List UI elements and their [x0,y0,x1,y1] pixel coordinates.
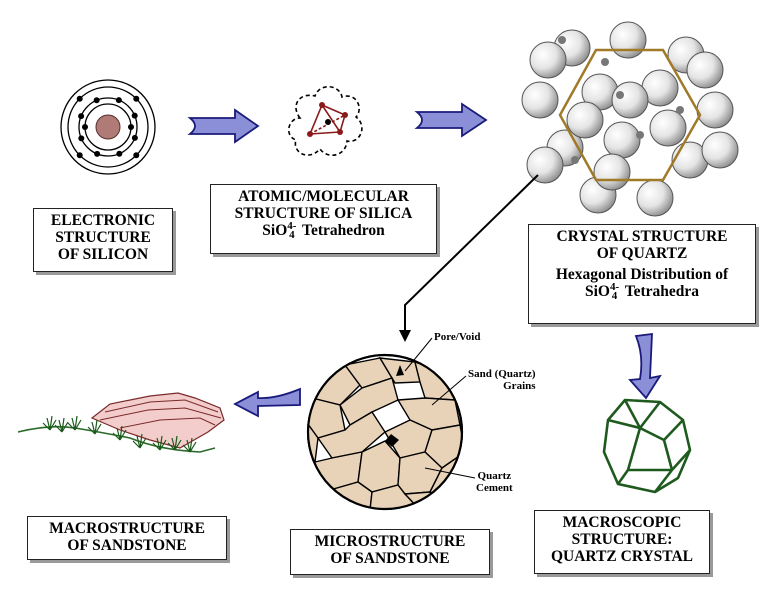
electron-dot [128,124,134,130]
oxygen-sphere [603,121,641,159]
electronic-structure-box: ELECTRONIC STRUCTURE OF SILICON [33,208,173,272]
annot-line: Cement [476,482,513,494]
oxygen-sphere [611,81,649,119]
electron-dot [94,150,101,157]
formula-base: SiO [584,283,610,300]
silicon-dot [616,91,624,99]
formula-tail: Tetrahedra [621,283,700,300]
grass-tuft [112,425,127,441]
electron-dot [133,95,140,102]
grass-tuft [182,437,197,453]
electron-dot [93,97,100,104]
oxygen-sphere [701,131,739,169]
box-line: ELECTRONIC [50,212,156,229]
electron-dot [131,134,138,141]
arrow-tetrahedron-to-crystal [414,102,488,138]
electron-dot [76,95,83,102]
box-line: MACROSCOPIC [562,514,682,531]
electron-dot [76,152,83,159]
microstructure-box: MICROSTRUCTURE OF SANDSTONE [290,529,490,575]
box-line: OF SANDSTONE [67,537,187,554]
box-line: MICROSTRUCTURE [314,533,466,550]
arrow-crystal-to-macroscopic [628,332,662,400]
box-line: MACROSTRUCTURE [49,520,205,537]
grass-tuft [67,415,82,431]
grass-tuft [167,435,182,451]
formula-charge: 4-4 [287,220,297,242]
silicon-atom-illustration [60,79,156,175]
silicon-dot [571,156,579,164]
box-line: OF SANDSTONE [330,550,450,567]
oxygen-sphere [636,179,674,217]
oxygen-sphere [649,109,687,147]
oxygen-sphere [526,146,564,184]
electron-dot [116,150,123,157]
box-line: STRUCTURE: [571,531,673,548]
macroscopic-structure-box: MACROSCOPIC STRUCTURE: QUARTZ CRYSTAL [534,510,710,574]
formula-superscript: 4- [287,220,297,233]
annot-line: Sand (Quartz) [468,368,536,380]
formula-subscript: 4 [289,229,295,242]
silicon-dot [676,106,684,114]
box-line: QUARTZ CRYSTAL [550,548,694,565]
sand-grains-label: Sand (Quartz) Grains [468,368,536,392]
silicon-dot [636,131,644,139]
pore-void-label: Pore/Void [434,331,481,343]
oxygen-sphere [566,101,604,139]
formula-charge: 4-4 [609,281,620,303]
formula-superscript: 4- [609,281,620,294]
box-line: STRUCTURE [55,229,151,246]
quartz-crystal-illustration [602,398,692,494]
connector-crystal-to-micro [399,174,539,342]
formula-base: SiO [262,222,288,239]
electron-dot [115,97,122,104]
grass-tuft [54,417,69,433]
macrostructure-box: MACROSTRUCTURE OF SANDSTONE [27,516,227,560]
grass-tuft [42,415,57,431]
arrow-micro-to-macro [233,387,301,418]
electron-dot [78,113,85,120]
box-line: Hexagonal Distribution of [555,266,729,283]
grass-tuft [132,433,147,449]
electron-dot [133,152,140,159]
grass-tuft [152,435,167,451]
sandstone-microstructure-illustration [306,353,464,511]
quartz-lattice-illustration [521,21,739,217]
electron-dot [131,112,138,119]
arrow-atom-to-tetrahedron [187,108,260,144]
oxygen-sphere [529,41,567,79]
box-line: ATOMIC/MOLECULAR [238,188,409,205]
electron-dot [82,124,88,130]
silicon-dot [601,58,609,66]
oxygen-sphere [521,81,559,119]
formula-tail: Tetrahedron [298,222,385,239]
box-line: STRUCTURE OF SILICA [234,205,413,222]
sand-grain [403,491,447,509]
box-line: OF QUARTZ [596,245,688,262]
crystal-structure-box: CRYSTAL STRUCTURE OF QUARTZ Hexagonal Di… [528,224,756,324]
oxygen-sphere [609,21,647,59]
quartz-cement-label: Quartz Cement [476,470,513,494]
atomic-molecular-structure-box: ATOMIC/MOLECULAR STRUCTURE OF SILICA SiO… [210,184,437,254]
box-line: OF SILICON [57,246,149,263]
sandstone-macrostructure-illustration [17,392,225,453]
annot-line: Grains [503,380,536,392]
annot-line: Quartz [477,470,512,482]
silica-tetrahedron-illustration [288,85,363,157]
hexagon-outline [558,48,702,182]
oxygen-sphere [686,51,724,89]
box-line: CRYSTAL STRUCTURE [556,228,728,245]
oxygen-sphere [593,153,631,191]
oxygen-sphere [696,91,734,129]
grass-tuft [87,419,102,435]
electron-dot [78,135,85,142]
silicon-dot [558,36,566,44]
formula-subscript: 4 [611,290,618,303]
